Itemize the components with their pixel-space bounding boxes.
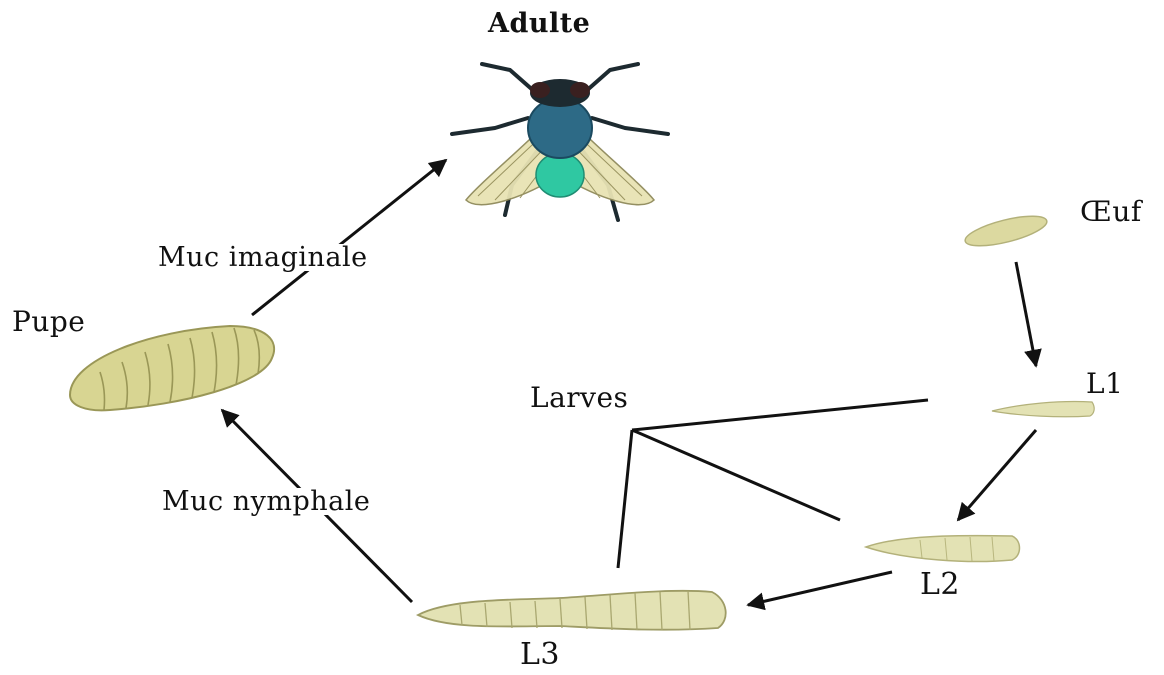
label-pupa: Pupe (12, 308, 85, 336)
larva-l3-icon (418, 591, 726, 630)
label-l1: L1 (1086, 370, 1123, 398)
pupa-icon (70, 326, 274, 410)
arrow-l1-to-l2 (958, 430, 1036, 520)
label-adult: Adulte (488, 10, 590, 37)
label-imaginal-molt: Muc imaginale (156, 244, 370, 271)
label-larvae: Larves (530, 384, 628, 412)
label-l3: L3 (520, 640, 560, 670)
egg-icon (963, 210, 1050, 252)
label-l2: L2 (920, 570, 960, 600)
adult-fly-icon (452, 64, 668, 220)
label-nymphal-molt: Muc nymphale (160, 488, 372, 515)
arrow-egg-to-l1 (1016, 262, 1036, 366)
arrow-l2-to-l3 (748, 572, 892, 605)
larva-l1-icon (992, 401, 1094, 416)
arrow-pupa-to-adult (252, 160, 446, 315)
larva-l2-icon (866, 536, 1020, 562)
label-egg: Œuf (1080, 198, 1142, 226)
